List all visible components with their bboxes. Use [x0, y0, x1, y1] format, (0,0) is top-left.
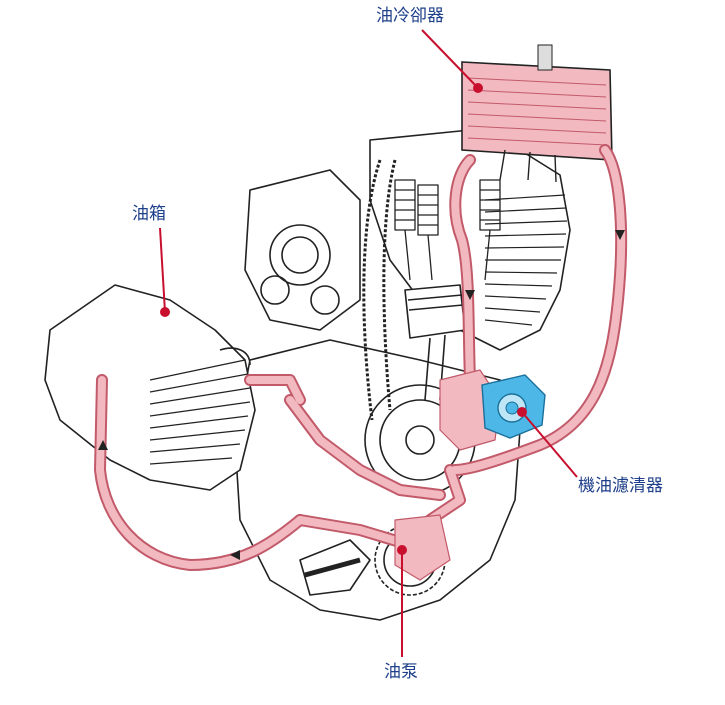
leader-oil-tank [159, 227, 166, 313]
leader-oil-cooler [421, 29, 479, 89]
leader-oil-filter [521, 411, 578, 478]
label-oil-tank: 油箱 [132, 204, 166, 224]
leader-lines [159, 29, 578, 657]
label-oil-cooler: 油冷卻器 [376, 6, 444, 26]
oil-flow-arrow-icon [98, 230, 625, 560]
oil-lines [94, 144, 628, 581]
label-oil-filter: 機油濾清器 [578, 476, 663, 496]
oil-tank [44, 284, 256, 491]
label-oil-pump: 油泵 [384, 662, 418, 682]
